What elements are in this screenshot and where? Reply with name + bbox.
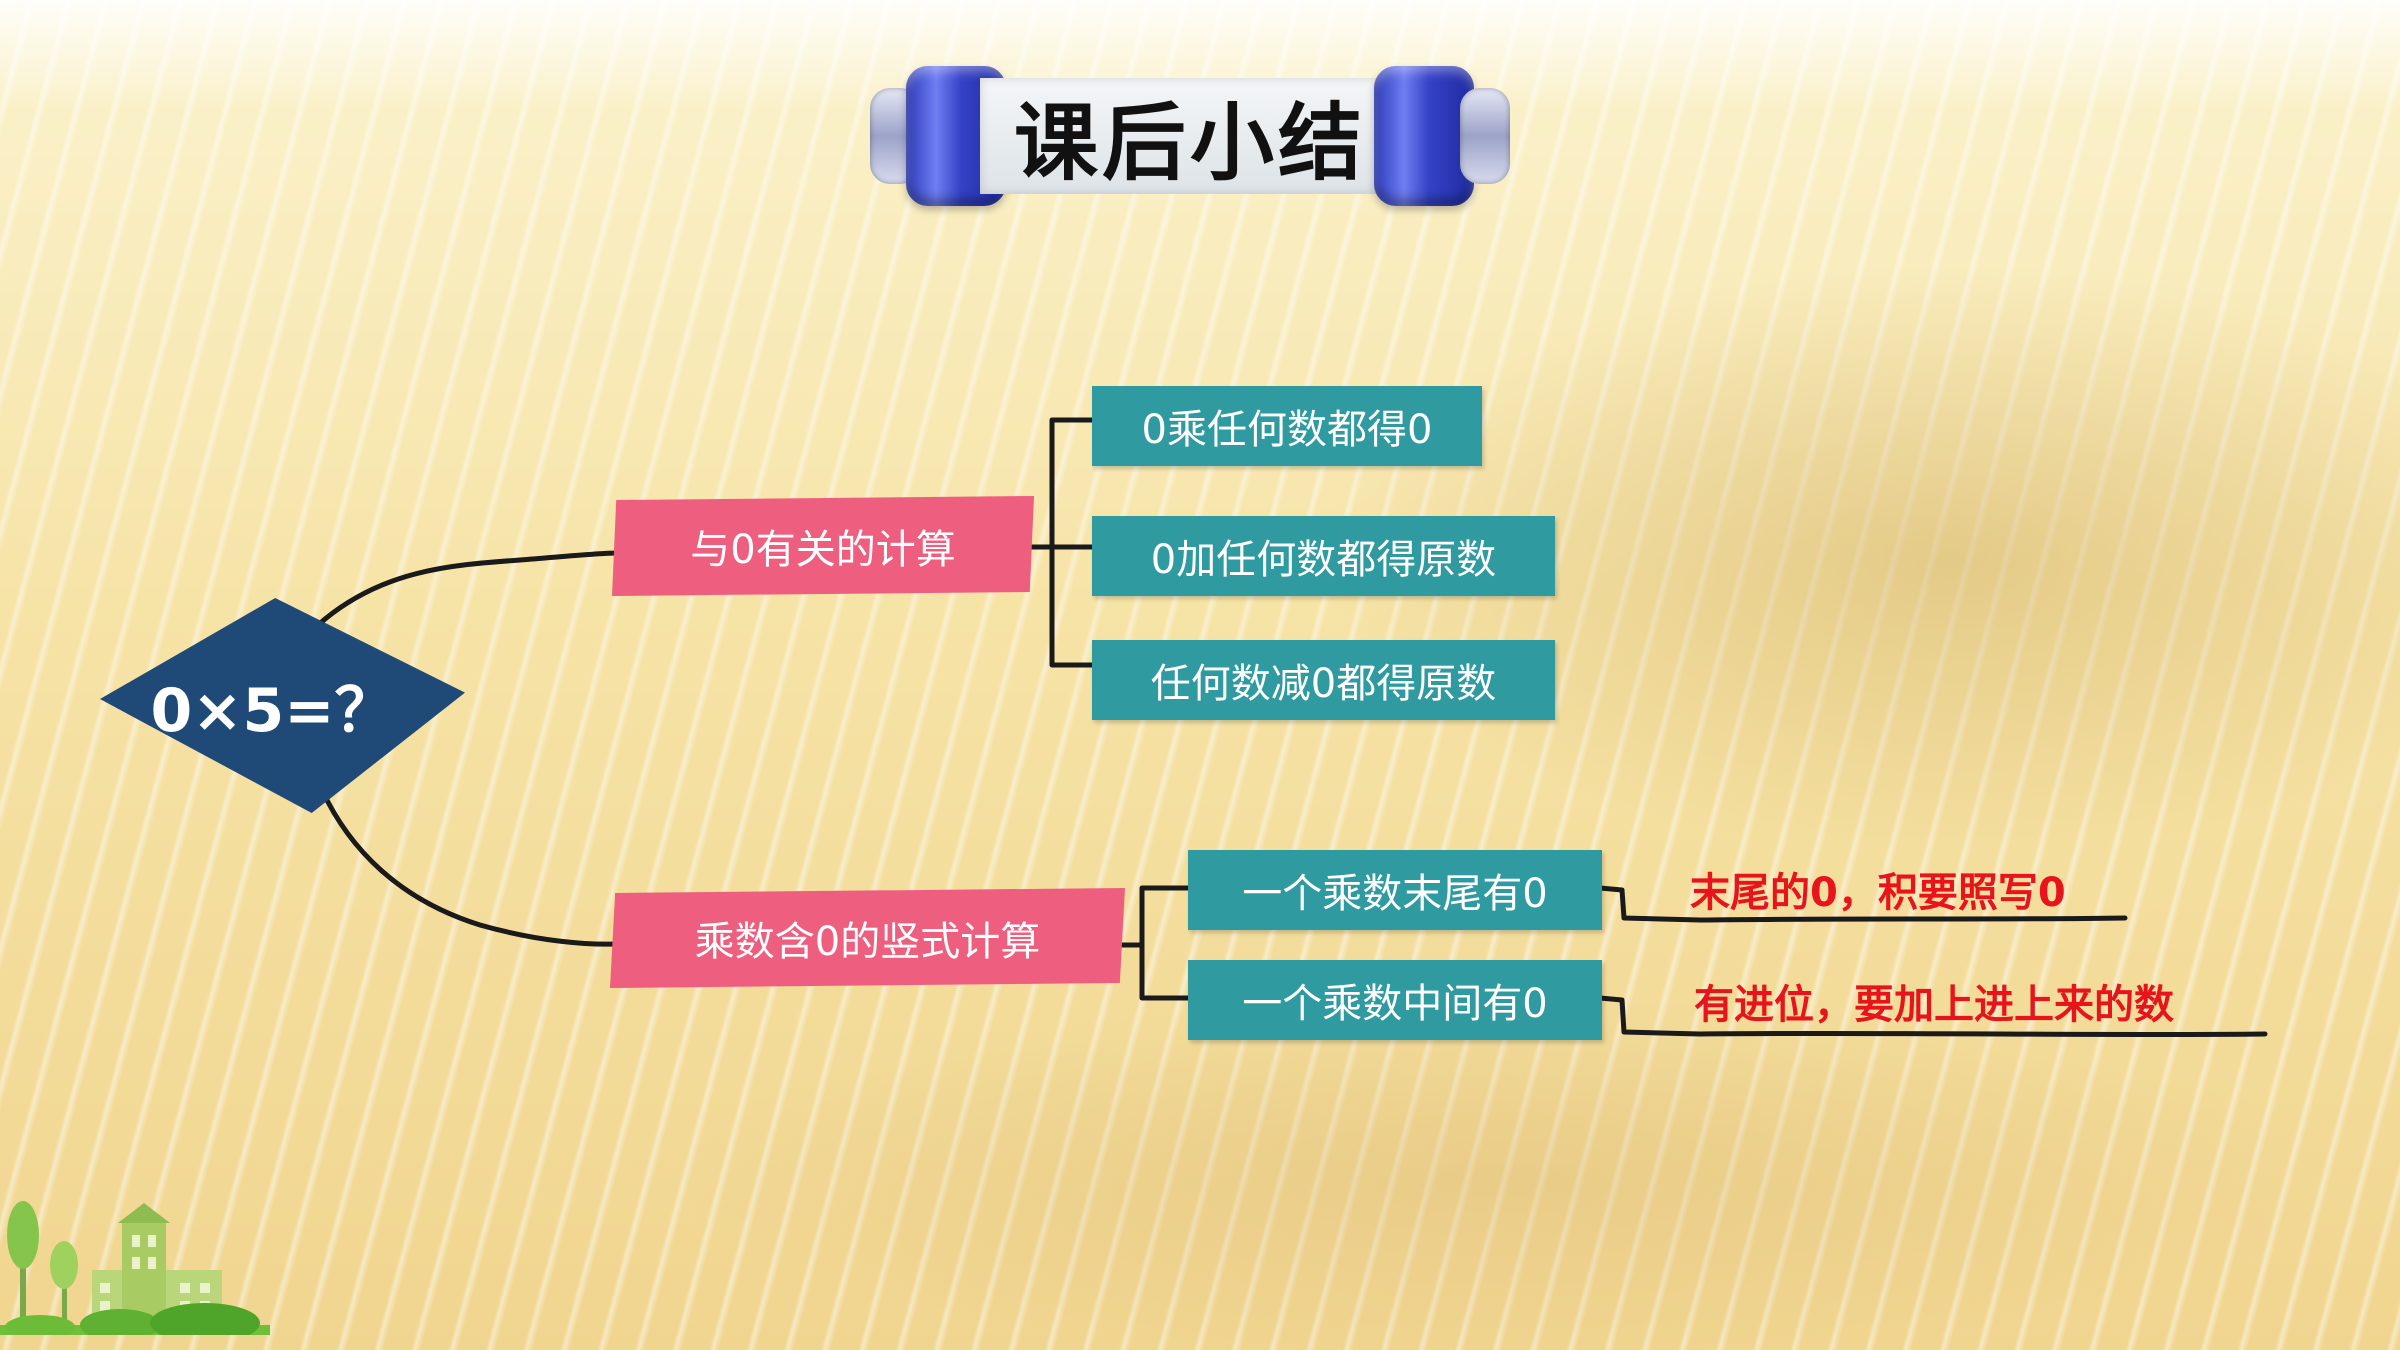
leaf-label: 任何数减0都得原数 — [1150, 661, 1497, 707]
scroll-cap-right-icon — [1460, 88, 1510, 184]
connector-center-branch-2 — [319, 787, 619, 947]
bracket-branch-2 — [1115, 885, 1193, 1001]
category-node-zero-calculation: 与0有关的计算 — [612, 496, 1034, 596]
school-building-trees-icon — [0, 1201, 270, 1335]
note-text: 末尾的0，积要照写0 — [1690, 870, 2066, 916]
leaf-node: 0乘任何数都得0 — [1092, 386, 1482, 466]
title-paper: 课后小结 — [980, 78, 1400, 194]
category-label: 与0有关的计算 — [690, 527, 956, 573]
leaf-node: 一个乘数末尾有0 — [1188, 850, 1602, 930]
page-title: 课后小结 — [1013, 93, 1366, 192]
leaf-label: 一个乘数中间有0 — [1242, 981, 1548, 1027]
title-banner: 课后小结 — [870, 66, 1510, 206]
category-node-vertical-calculation: 乘数含0的竖式计算 — [610, 888, 1125, 988]
category-label: 乘数含0的竖式计算 — [694, 919, 1041, 965]
leaf-node: 一个乘数中间有0 — [1188, 960, 1602, 1040]
leaf-label: 0加任何数都得原数 — [1150, 537, 1497, 583]
leaf-node: 任何数减0都得原数 — [1092, 640, 1555, 720]
note-underline-2 — [1597, 995, 2268, 1038]
scroll-roller-right-icon — [1374, 66, 1474, 206]
note-underline-1 — [1597, 885, 2128, 923]
leaf-label: 一个乘数末尾有0 — [1242, 871, 1548, 917]
note-text: 有进位，要加上进上来的数 — [1694, 982, 2174, 1028]
connector-center-branch-1 — [315, 550, 621, 628]
center-node-label: 0×5=？ — [150, 676, 395, 746]
leaf-node: 0加任何数都得原数 — [1092, 516, 1555, 596]
bracket-branch-1 — [1025, 417, 1097, 668]
leaf-label: 0乘任何数都得0 — [1141, 407, 1433, 453]
